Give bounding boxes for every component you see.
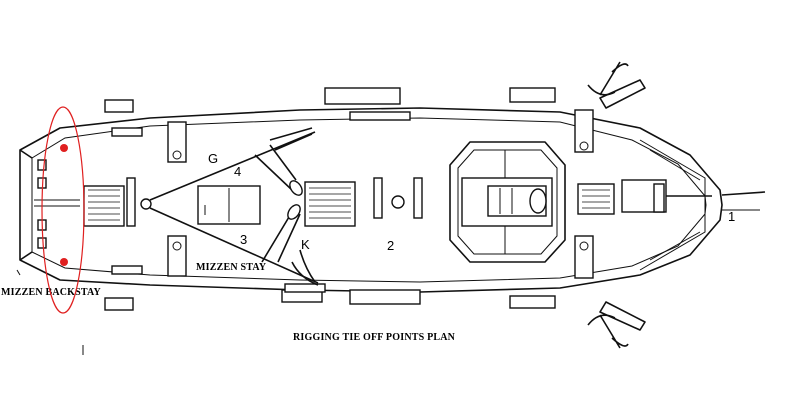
- anchor-top-icon: [587, 61, 629, 96]
- stern-details: [37, 159, 136, 249]
- belaying-pins: [111, 111, 411, 293]
- windlass: [621, 179, 712, 213]
- gun-carriages: [167, 109, 594, 279]
- label-num-3: 3: [240, 232, 247, 247]
- bow-section: [587, 61, 766, 349]
- anchor-bottom-icon: [587, 314, 629, 349]
- backstay-point-top: [60, 144, 68, 152]
- diagram-labels: G 4 3 K 2 1 MIZZEN STAY MIZZEN BACKSTAY …: [1, 151, 735, 343]
- label-num-2: 2: [387, 238, 394, 253]
- channel-blocks: [104, 87, 556, 311]
- label-num-1: 1: [728, 209, 735, 224]
- label-mizzen-stay: MIZZEN STAY: [196, 262, 267, 273]
- mizzen-mast-rigging: [140, 127, 319, 286]
- gun-carriage: [574, 109, 594, 153]
- main-hatch-boat: [449, 141, 566, 263]
- main-grating: [304, 181, 356, 227]
- diagram-caption: RIGGING TIE OFF POINTS PLAN: [293, 332, 456, 343]
- skylight-hatch: [197, 185, 261, 225]
- label-g: G: [208, 151, 218, 166]
- fore-grating: [577, 183, 615, 215]
- gun-carriage: [167, 235, 187, 277]
- label-num-4: 4: [234, 164, 241, 179]
- mizzen-mast: [140, 198, 152, 210]
- aft-grating: [83, 185, 125, 227]
- highlight-annotations: [41, 106, 85, 314]
- gun-carriage: [574, 235, 594, 279]
- backstay-highlight-ellipse: [41, 106, 85, 314]
- label-k: K: [301, 237, 310, 252]
- stray-marks: [16, 269, 84, 355]
- backstay-point-bottom: [60, 258, 68, 266]
- capstan-mainmast: [373, 177, 423, 219]
- deck-structures: [197, 141, 712, 263]
- gun-carriage: [167, 121, 187, 163]
- label-mizzen-backstay: MIZZEN BACKSTAY: [1, 287, 102, 298]
